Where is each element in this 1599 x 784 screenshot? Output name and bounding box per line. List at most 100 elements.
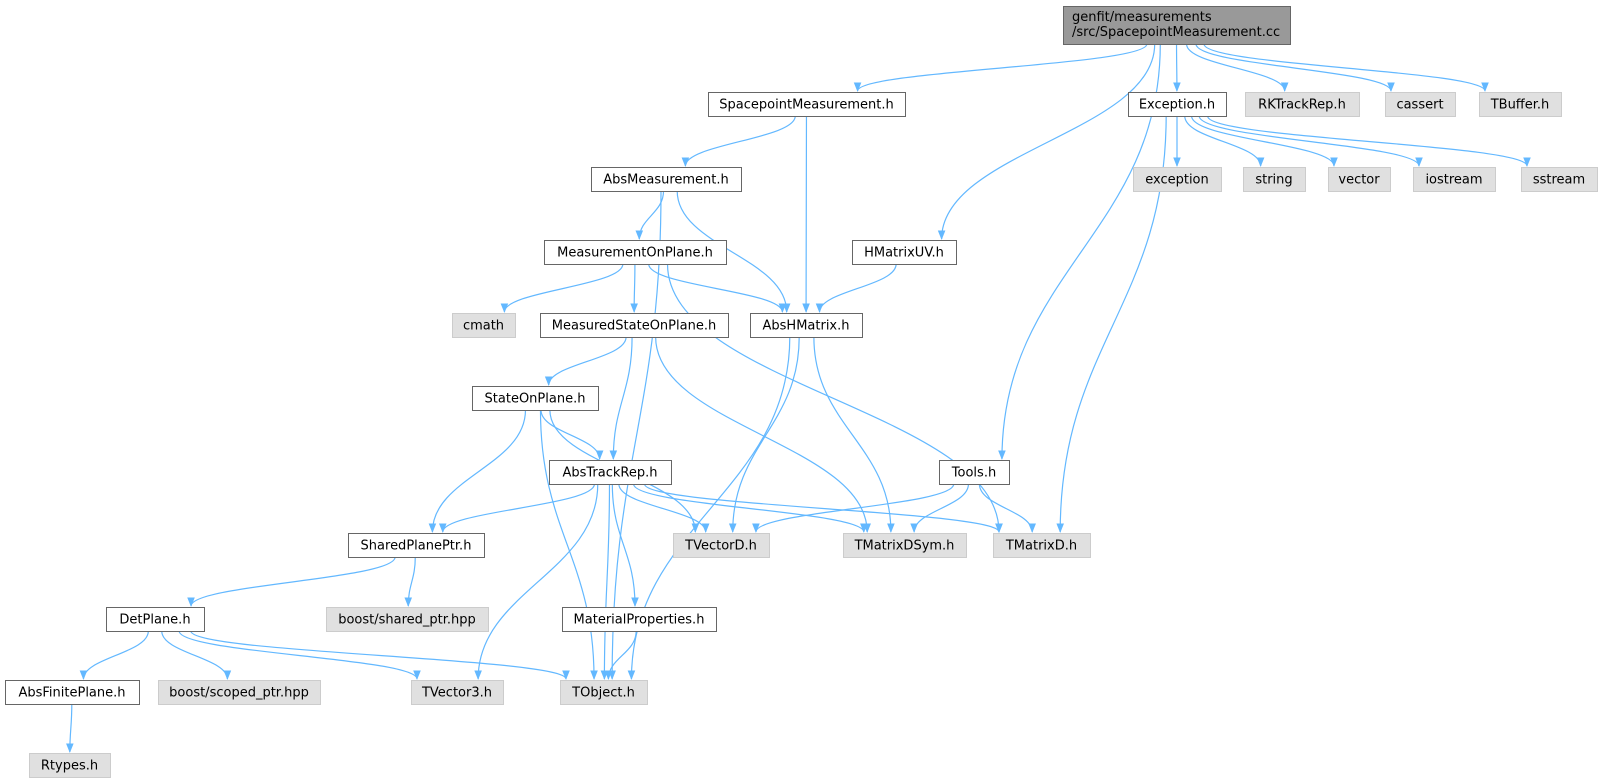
node-box — [708, 92, 906, 117]
node-box — [348, 533, 485, 558]
node-label: SpacepointMeasurement.h — [719, 98, 893, 113]
node-label: AbsMeasurement.h — [603, 173, 729, 188]
node-label: string — [1255, 173, 1292, 188]
edge-root-to-cassert — [1195, 43, 1395, 92]
node-hmatrixuv[interactable]: HMatrixUV.h — [852, 240, 957, 265]
node-sharedplaneptr[interactable]: SharedPlanePtr.h — [348, 533, 485, 558]
node-box — [1245, 92, 1360, 117]
edge-exception-to-iostream — [1198, 115, 1423, 167]
node-abshmatrix[interactable]: AbsHMatrix.h — [750, 313, 863, 338]
node-tmatrixd: TMatrixD.h — [993, 533, 1091, 558]
node-label: /src/SpacepointMeasurement.cc — [1072, 25, 1280, 40]
edge-measuredstateonplane-to-abstrackrep — [609, 336, 633, 460]
node-tobject: TObject.h — [560, 680, 648, 705]
node-tvector3: TVector3.h — [411, 680, 504, 705]
edge-absmeasurement-to-tobject — [608, 190, 662, 680]
edge-tools-to-tmatrixdsym — [910, 483, 970, 533]
node-cmath: cmath — [452, 313, 516, 338]
node-detplane[interactable]: DetPlane.h — [106, 607, 205, 632]
node-exception[interactable]: Exception.h — [1128, 92, 1227, 117]
edge-abstrackrep-to-tvectord — [618, 483, 710, 533]
node-box — [1413, 167, 1496, 192]
node-box — [939, 460, 1010, 485]
node-label: AbsTrackRep.h — [562, 466, 657, 481]
node-label: genfit/measurements — [1072, 10, 1212, 25]
node-rtypes: Rtypes.h — [29, 753, 111, 778]
node-label: RKTrackRep.h — [1258, 98, 1346, 113]
node-label: HMatrixUV.h — [864, 246, 944, 261]
node-label: iostream — [1425, 173, 1482, 188]
edge-root-to-rktrackrep — [1185, 43, 1289, 92]
node-box — [472, 386, 599, 411]
edge-abshmatrix-to-tvectord — [728, 336, 800, 533]
edge-abshmatrix-to-tmatrixdsym — [813, 336, 895, 533]
node-materialproperties[interactable]: MaterialProperties.h — [562, 607, 717, 632]
node-label: MeasurementOnPlane.h — [557, 246, 713, 261]
node-tbuffer: TBuffer.h — [1479, 92, 1562, 117]
node-cassert: cassert — [1385, 92, 1456, 117]
node-label: MeasuredStateOnPlane.h — [552, 319, 716, 334]
node-box — [1063, 6, 1291, 45]
node-box — [1521, 167, 1598, 192]
node-label: MaterialProperties.h — [574, 613, 705, 628]
node-box — [540, 313, 729, 338]
edge-stateonplane-to-abstrackrep — [540, 409, 604, 460]
node-box — [1128, 92, 1227, 117]
edge-tools-to-tmatrixd — [978, 483, 1037, 533]
edge-detplane-to-tvector3 — [178, 630, 421, 680]
node-stateonplane[interactable]: StateOnPlane.h — [472, 386, 599, 411]
node-label: Exception.h — [1139, 98, 1215, 113]
node-box — [843, 533, 967, 558]
node-label: TVector3.h — [421, 686, 492, 701]
node-box — [411, 680, 504, 705]
node-label: DetPlane.h — [119, 613, 190, 628]
node-box — [1479, 92, 1562, 117]
node-spacepoint[interactable]: SpacepointMeasurement.h — [708, 92, 906, 117]
edge-hmatrixuv-to-abshmatrix — [815, 263, 897, 313]
edge-abstrackrep-to-tmatrixd — [643, 483, 1003, 533]
node-label: Rtypes.h — [41, 759, 98, 774]
edge-absmeasurement-to-measurementonplane — [635, 190, 665, 240]
node-measuredstateonplane[interactable]: MeasuredStateOnPlane.h — [540, 313, 729, 338]
node-box — [158, 680, 321, 705]
edge-root-to-tbuffer — [1203, 43, 1489, 92]
node-iostream: iostream — [1413, 167, 1496, 192]
node-label: SharedPlanePtr.h — [361, 539, 472, 554]
edge-exception-to-vector — [1190, 115, 1338, 167]
node-label: boost/shared_ptr.hpp — [338, 613, 476, 628]
node-box — [852, 240, 957, 265]
node-root[interactable]: genfit/measurements/src/SpacepointMeasur… — [1063, 6, 1291, 45]
node-absfiniteplane[interactable]: AbsFinitePlane.h — [5, 680, 140, 705]
node-box — [673, 533, 770, 558]
edge-detplane-to-tobject — [190, 630, 570, 680]
node-label: TMatrixDSym.h — [854, 539, 955, 554]
node-rktrackrep: RKTrackRep.h — [1245, 92, 1360, 117]
edge-measurementonplane-to-cmath — [500, 263, 624, 313]
node-abstrackrep[interactable]: AbsTrackRep.h — [549, 460, 672, 485]
edge-abstrackrep-to-tmatrixdsym — [632, 483, 868, 533]
node-label: AbsHMatrix.h — [763, 319, 850, 334]
node-sstream: sstream — [1521, 167, 1598, 192]
node-box — [29, 753, 111, 778]
node-label: TBuffer.h — [1490, 98, 1550, 113]
node-absmeasurement[interactable]: AbsMeasurement.h — [591, 167, 742, 192]
node-tvectord: TVectorD.h — [673, 533, 770, 558]
node-measurementonplane[interactable]: MeasurementOnPlane.h — [544, 240, 727, 265]
edge-absfiniteplane-to-rtypes — [66, 703, 74, 753]
node-label: cassert — [1396, 98, 1443, 113]
edge-sharedplaneptr-to-boost-shared — [404, 556, 416, 607]
edge-abstrackrep-to-sharedplaneptr — [438, 483, 596, 533]
edge-absmeasurement-to-abshmatrix — [676, 190, 791, 313]
node-box — [452, 313, 516, 338]
edge-abstrackrep-to-tobject — [600, 483, 611, 680]
node-label: boost/scoped_ptr.hpp — [169, 686, 309, 701]
node-box — [326, 607, 489, 632]
edge-measuredstateonplane-to-tmatrixdsym — [655, 336, 871, 533]
edge-root-to-spacepoint — [853, 43, 1148, 92]
edge-exception-to-string — [1184, 115, 1265, 167]
edge-materialproperties-to-tobject — [604, 630, 637, 680]
node-boost-shared: boost/shared_ptr.hpp — [326, 607, 489, 632]
node-box — [1243, 167, 1306, 192]
node-tools[interactable]: Tools.h — [939, 460, 1010, 485]
node-label: TObject.h — [571, 686, 635, 701]
